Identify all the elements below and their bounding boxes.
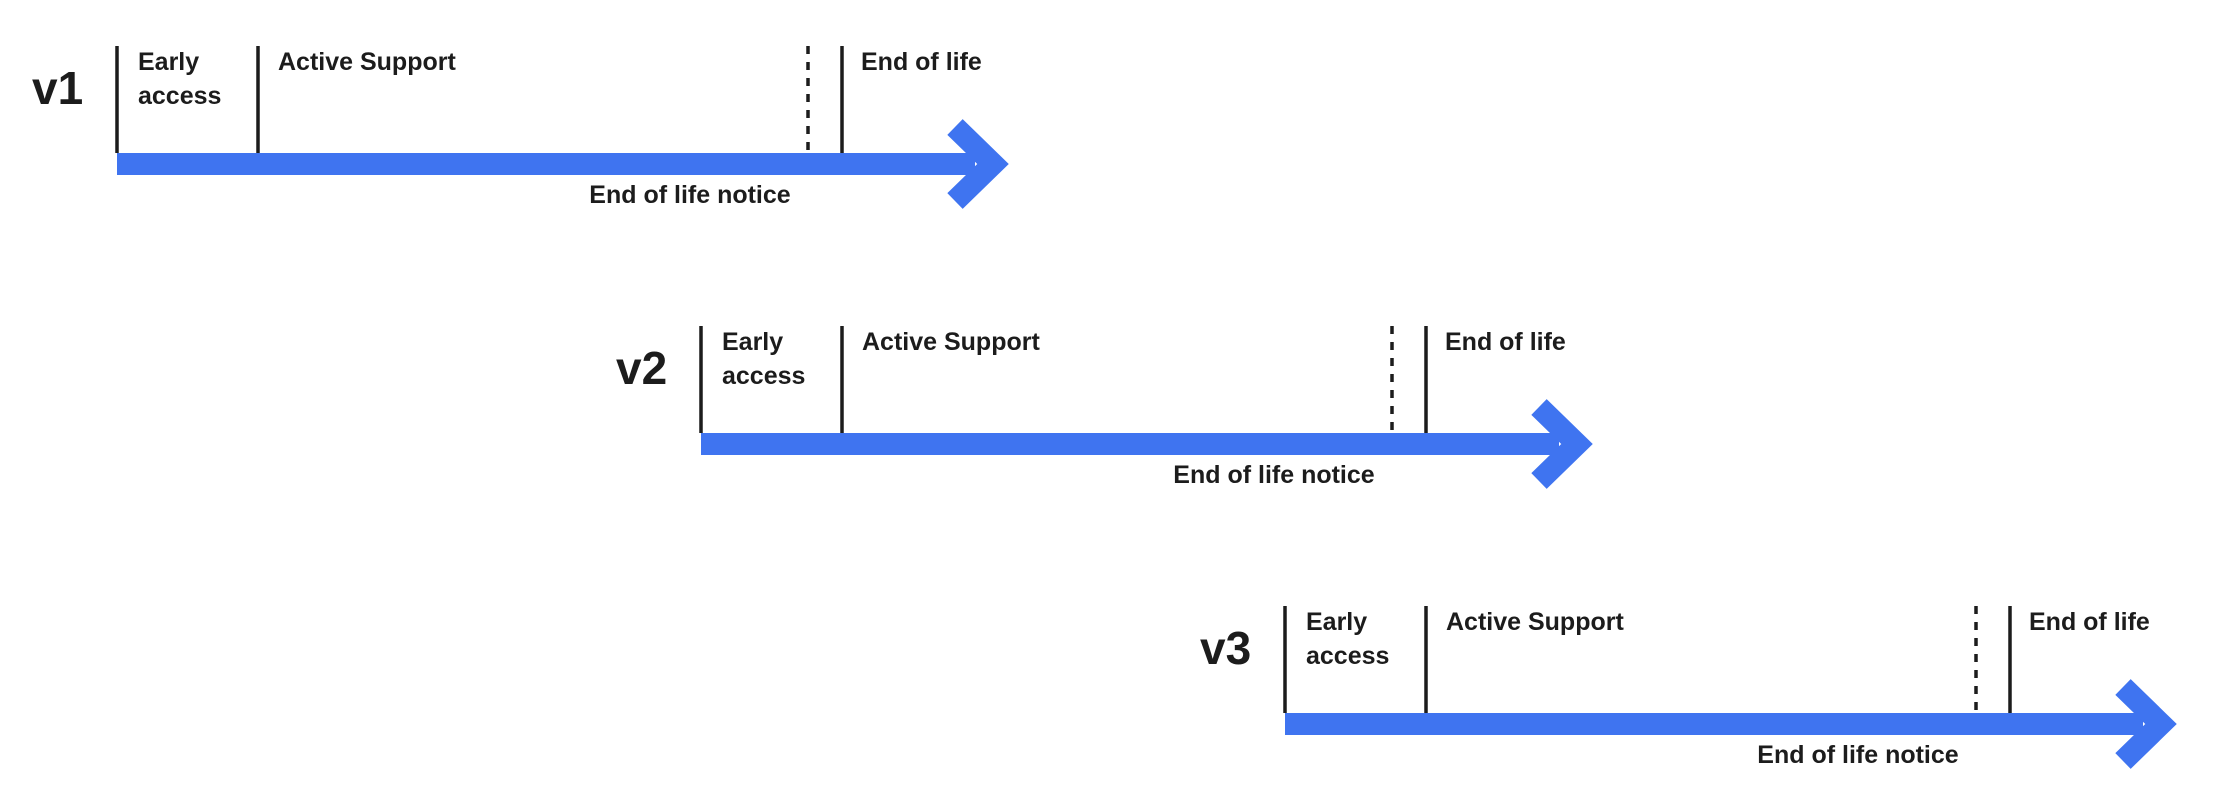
active-support-label-v1: Active Support xyxy=(278,48,456,76)
timeline-row-v1: v1 Early access Active Support End of li… xyxy=(32,46,1009,209)
timeline-row-v2: v2 Early access Active Support End of li… xyxy=(616,326,1593,489)
end-of-life-notice-label-v3: End of life notice xyxy=(1757,741,1958,769)
early-access-label-line2-v3: access xyxy=(1306,642,1389,670)
early-access-label-line1-v2: Early xyxy=(722,328,783,356)
version-label-v2: v2 xyxy=(616,342,667,394)
active-support-label-v3: Active Support xyxy=(1446,608,1624,636)
end-of-life-notice-label-v1: End of life notice xyxy=(589,181,790,209)
end-of-life-label-v1: End of life xyxy=(861,48,982,76)
version-label-v1: v1 xyxy=(32,62,83,114)
arrow-head-icon-v2 xyxy=(1531,399,1593,489)
early-access-label-line2-v2: access xyxy=(722,362,805,390)
end-of-life-label-v3: End of life xyxy=(2029,608,2150,636)
active-support-label-v2: Active Support xyxy=(862,328,1040,356)
end-of-life-notice-label-v2: End of life notice xyxy=(1173,461,1374,489)
end-of-life-label-v2: End of life xyxy=(1445,328,1566,356)
version-label-v3: v3 xyxy=(1200,622,1251,674)
early-access-label-line1-v1: Early xyxy=(138,48,199,76)
early-access-label-line2-v1: access xyxy=(138,82,221,110)
arrow-head-icon-v3 xyxy=(2115,679,2177,769)
arrow-head-icon-v1 xyxy=(947,119,1009,209)
early-access-label-line1-v3: Early xyxy=(1306,608,1367,636)
timeline-row-v3: v3 Early access Active Support End of li… xyxy=(1200,606,2177,769)
